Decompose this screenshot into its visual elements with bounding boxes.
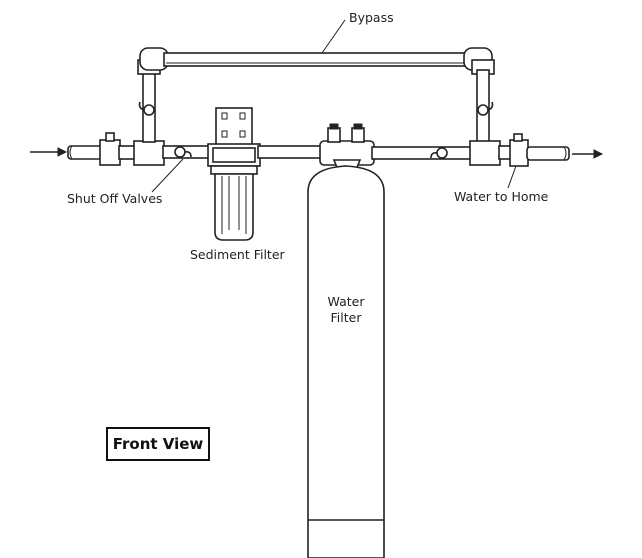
- bypass-right-leg: [463, 47, 495, 143]
- inlet-arrow-icon: [30, 147, 68, 157]
- home-leader-line: [507, 165, 517, 189]
- valve-handle-icon: [477, 101, 494, 116]
- bypass-label: Bypass: [349, 10, 394, 25]
- water-to-home-label: Water to Home: [454, 189, 549, 204]
- water-filter-label: Water Filter: [310, 294, 382, 326]
- sediment-filter-label: Sediment Filter: [190, 247, 285, 262]
- water-filter-label-line1: Water: [327, 294, 365, 309]
- shutoff-leader-line: [151, 158, 184, 193]
- inlet-pipe: [67, 132, 136, 166]
- outlet-arrow-icon: [572, 149, 604, 159]
- main-pipe-middle: [257, 145, 323, 159]
- bypass-leader-line: [321, 19, 346, 54]
- front-view-label: Front View: [112, 435, 204, 453]
- front-view-box: Front View: [106, 427, 210, 461]
- inlet-tee-fitting: [133, 140, 165, 166]
- shut-off-valves-label: Shut Off Valves: [67, 191, 163, 206]
- water-filter-head: [319, 123, 375, 171]
- water-filter-tank: [307, 165, 385, 558]
- main-pipe-right: [371, 146, 473, 160]
- water-filter-label-line2: Filter: [330, 310, 362, 325]
- main-pipe-left: [162, 145, 214, 159]
- outlet-pipe: [498, 133, 570, 167]
- outlet-tee-fitting: [469, 140, 501, 166]
- bypass-pipe: [163, 52, 467, 67]
- valve-handle-icon: [138, 101, 155, 116]
- sediment-filter: [207, 107, 261, 241]
